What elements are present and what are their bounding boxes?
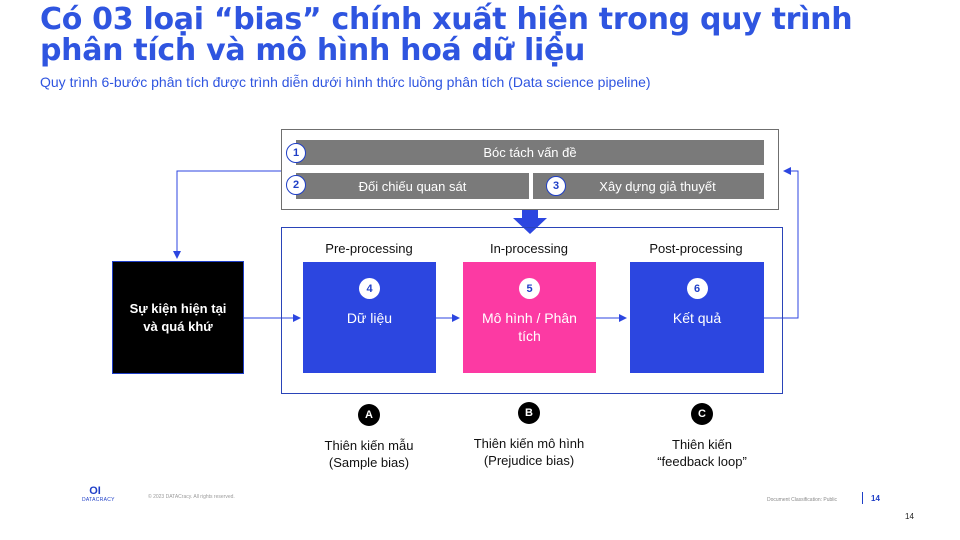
stage-5-number: 5 [519, 278, 540, 299]
step-1-bar: Bóc tách vấn đề [296, 140, 764, 165]
stage-data: 4 Dữ liệu [303, 262, 436, 373]
big-down-arrow [513, 207, 547, 234]
logo-mark: OI [89, 485, 101, 497]
step-3-bar: Xây dựng giả thuyết [533, 173, 764, 199]
bias-b-line1: Thiên kiến mô hình [473, 436, 585, 451]
stage-result-label: Kết quả [672, 310, 722, 326]
bias-c-marker: C [691, 403, 713, 425]
post-processing-header: Post-processing [649, 241, 743, 256]
bias-b-text: Thiên kiến mô hình (Prejudice bias) [439, 435, 619, 469]
step-3-number: 3 [546, 176, 566, 196]
processing-box [281, 227, 783, 394]
step-2-label: Đối chiếu quan sát [358, 178, 467, 194]
events-label: Sự kiện hiện tại và quá khứ [129, 300, 227, 334]
bias-c-text: Thiên kiến “feedback loop” [612, 436, 792, 470]
stage-result: 6 Kết quả [630, 262, 764, 373]
stage-model-label: Mô hình / Phân tích [482, 310, 577, 344]
stage-data-label: Dữ liệu [346, 310, 393, 326]
stage-model: 5 Mô hình / Phân tích [463, 262, 596, 373]
bias-c-line2: “feedback loop” [657, 454, 747, 469]
copyright-text: © 2023 DATACracy. All rights reserved. [148, 494, 235, 500]
logo-text: DATACRACY [82, 497, 115, 503]
bias-a-text: Thiên kiến mẫu (Sample bias) [279, 437, 459, 471]
arrow-steps-to-events [173, 170, 281, 259]
stage-6-number: 6 [686, 278, 708, 299]
pre-processing-header: Pre-processing [325, 241, 413, 256]
in-processing-header: In-processing [489, 241, 569, 256]
bias-a-line2: (Sample bias) [328, 455, 410, 470]
bias-b-marker: B [518, 402, 540, 424]
bias-c-line1: Thiên kiến [672, 437, 732, 452]
footer-separator [862, 492, 863, 504]
arrow-result-to-steps [764, 167, 799, 319]
step-2-bar: Đối chiếu quan sát [296, 173, 529, 199]
bias-b-line2: (Prejudice bias) [483, 453, 575, 468]
slide-title: Có 03 loại “bias” chính xuất hiện trong … [40, 2, 853, 68]
step-3-label: Xây dựng giả thuyết [599, 178, 716, 194]
classification-text: Document Classification: Public [767, 497, 838, 503]
step-1-label: Bóc tách vấn đề [483, 145, 577, 160]
step-2-number: 2 [286, 175, 306, 195]
events-box: Sự kiện hiện tại và quá khứ [112, 261, 244, 374]
bias-a-line1: Thiên kiến mẫu [324, 438, 414, 453]
slide-subtitle: Quy trình 6-bước phân tích được trình di… [40, 74, 651, 90]
step-1-number: 1 [286, 143, 306, 163]
footer-page-number: 14 [871, 494, 880, 503]
bias-a-marker: A [358, 404, 380, 426]
slide-number: 14 [905, 512, 914, 521]
stage-4-number: 4 [359, 278, 380, 299]
datacracy-logo: OI DATACRACY [82, 485, 115, 504]
